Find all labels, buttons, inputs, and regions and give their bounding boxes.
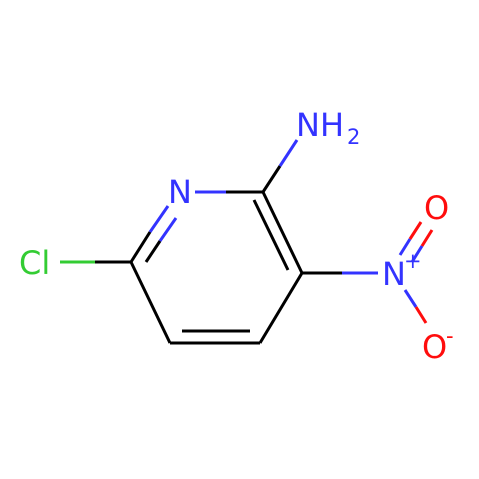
amine-label: NH (296, 106, 344, 144)
bond-c6-c5 (129, 261, 172, 344)
bond-c4-c3 (258, 272, 304, 344)
nitro-oxygen-double-label: O (424, 189, 449, 227)
bond-n1-c6-black (129, 231, 152, 263)
bonds (60, 139, 434, 345)
amine-subscript: 2 (347, 125, 360, 149)
chlorine-label: Cl (19, 244, 50, 282)
bond-n-o-double-a-red (408, 221, 423, 240)
bond-n1-c6-blue (148, 205, 170, 233)
nitro-nitrogen-charge: + (404, 249, 422, 273)
bond-n-o-single-red (414, 306, 428, 324)
bond-n-o-double-b-red (420, 229, 434, 247)
bond-n-o-single-blue (403, 289, 418, 308)
bond-n-o-double-b-blue (410, 245, 424, 263)
bond-c2-nh2-blue (278, 139, 299, 167)
bond-c2-nh2-black (261, 165, 282, 193)
bond-c3-c2-inner (252, 199, 290, 271)
nitro-nitrogen-label: N (382, 255, 406, 293)
ring-nitrogen-label: N (168, 173, 192, 211)
atom-labels: Cl N NH 2 N + O O - (19, 106, 454, 366)
nitro-oxygen-single-charge: - (446, 324, 454, 348)
bond-n1-c6-inner-blue (158, 217, 178, 242)
nitro-oxygen-single-label: O (422, 328, 447, 366)
bond-n1-c6-inner-black (144, 240, 162, 263)
bond-c3-c2 (261, 191, 304, 274)
bond-n-o-double-a-blue (398, 238, 412, 256)
